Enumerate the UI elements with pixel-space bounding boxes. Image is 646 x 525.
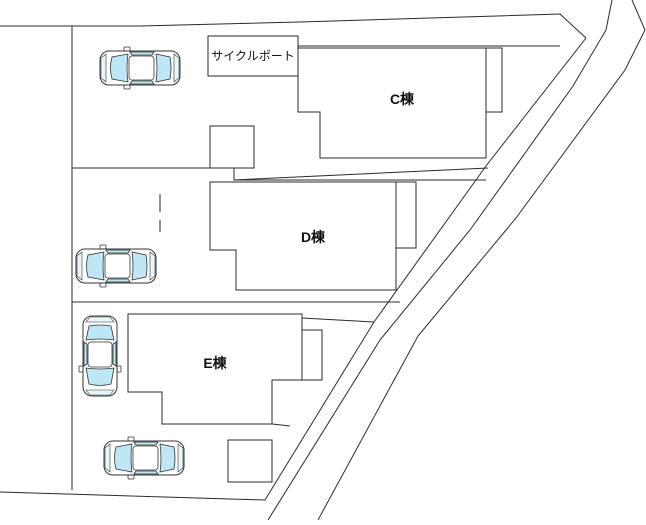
building-d-label: D棟 [301, 229, 326, 245]
cycle-port-label: サイクルポート [211, 49, 294, 63]
building-d: D棟 [209, 181, 417, 291]
car-e-parking-vertical [78, 315, 122, 397]
diagonal-road [264, 0, 646, 521]
lot-dividers [72, 167, 489, 303]
building-c: C棟 [209, 45, 560, 169]
building-e: E棟 [127, 313, 375, 483]
car-c-parking [99, 46, 181, 90]
site-boundary [0, 13, 587, 501]
building-c-label: C棟 [390, 91, 415, 107]
car-e-parking-bottom [103, 436, 185, 480]
cycle-port: サイクルポート [207, 35, 299, 77]
building-e-label: E棟 [203, 355, 227, 371]
car-d-parking [75, 244, 157, 288]
